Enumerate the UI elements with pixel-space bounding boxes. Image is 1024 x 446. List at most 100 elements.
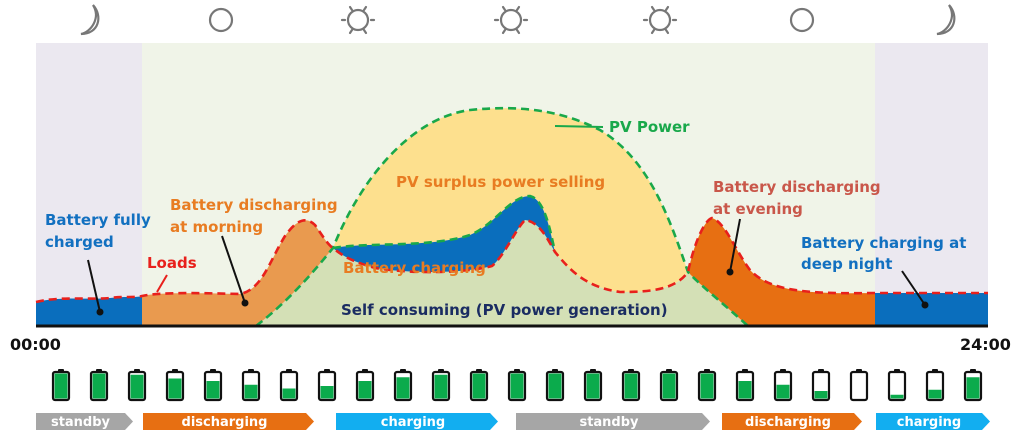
battery-icon	[697, 369, 717, 402]
label-pv-surplus: PV surplus power selling	[396, 173, 605, 191]
pointer-dot	[241, 299, 249, 307]
pointer-dot	[96, 308, 104, 316]
battery-level	[244, 384, 258, 399]
battery-icon	[925, 369, 945, 402]
battery-icon	[469, 369, 489, 402]
battery-icon	[203, 369, 223, 402]
battery-icon	[963, 369, 983, 402]
phase-label: discharging	[745, 415, 831, 430]
pv-charging-top-curve	[332, 194, 557, 253]
pointer-dot	[921, 301, 929, 309]
pointer-pv-power	[554, 125, 604, 128]
label-night-2: deep night	[801, 255, 892, 273]
battery-icon	[773, 369, 793, 402]
battery-icon	[279, 369, 299, 402]
sun-icon	[340, 5, 376, 35]
battery-level	[700, 373, 714, 399]
pointer-dot	[726, 268, 734, 276]
battery-level	[320, 386, 334, 399]
battery-full-area	[36, 296, 142, 326]
battery-level	[928, 389, 942, 399]
phase-label: standby	[51, 415, 111, 430]
battery-level	[396, 377, 410, 399]
sun-icon	[493, 5, 529, 35]
battery-level	[586, 373, 600, 399]
pointer-battery-full	[87, 259, 101, 313]
battery-icon	[545, 369, 565, 402]
battery-level	[966, 377, 980, 399]
pointer-morning	[221, 235, 246, 304]
night-band-right	[875, 43, 988, 326]
battery-level	[890, 394, 904, 399]
label-battery-charging: Battery charging	[343, 259, 486, 277]
night-band-left	[36, 43, 142, 326]
label-morning-1: Battery discharging	[170, 196, 338, 214]
battery-icon	[811, 369, 831, 402]
battery-icon	[165, 369, 185, 402]
phase-discharging: discharging	[722, 413, 862, 430]
moon-icon	[80, 4, 100, 36]
phase-label: charging	[897, 415, 961, 430]
battery-icon	[583, 369, 603, 402]
battery-level	[92, 373, 106, 399]
moon-icon	[936, 4, 956, 36]
pv-surplus-area	[333, 108, 688, 293]
battery-icon	[127, 369, 147, 402]
battery-level	[624, 373, 638, 399]
battery-level	[776, 384, 790, 399]
battery-level	[738, 381, 752, 399]
battery-icon	[355, 369, 375, 402]
phase-discharging: discharging	[143, 413, 314, 430]
phase-label: discharging	[182, 415, 268, 430]
phase-charging: charging	[876, 413, 990, 430]
battery-level	[472, 373, 486, 399]
pv-power-curve	[255, 106, 749, 328]
phase-charging: charging	[336, 413, 498, 430]
label-night-1: Battery charging at	[801, 234, 966, 252]
battery-level	[548, 373, 562, 399]
label-evening-2: at evening	[713, 200, 803, 218]
axis-end-label: 24:00	[960, 335, 1011, 354]
battery-level	[358, 381, 372, 399]
label-self-consuming: Self consuming (PV power generation)	[341, 301, 668, 319]
label-battery-full-1: Battery fully	[45, 211, 151, 229]
label-loads: Loads	[147, 254, 197, 272]
pointer-loads	[156, 274, 168, 293]
pointer-evening	[729, 218, 741, 273]
battery-level	[168, 378, 182, 399]
sun-icon	[642, 5, 678, 35]
battery-icon	[735, 369, 755, 402]
cloud-circle-icon	[789, 7, 815, 33]
battery-icon	[317, 369, 337, 402]
battery-level	[662, 373, 676, 399]
evening-discharge-area	[688, 218, 875, 326]
loads-curve	[35, 216, 988, 304]
battery-level	[434, 374, 448, 399]
battery-icon	[621, 369, 641, 402]
self-consuming-area	[256, 220, 748, 326]
label-pv-power: PV Power	[609, 118, 690, 136]
label-battery-full-2: charged	[45, 233, 114, 251]
battery-icon	[507, 369, 527, 402]
battery-level	[130, 374, 144, 399]
battery-icon	[51, 369, 71, 402]
battery-icon	[659, 369, 679, 402]
axis-start-label: 00:00	[10, 335, 61, 354]
battery-level	[206, 381, 220, 399]
pointer-night	[901, 270, 926, 306]
phase-standby: standby	[516, 413, 710, 430]
battery-icon	[887, 369, 907, 402]
label-evening-1: Battery discharging	[713, 178, 881, 196]
battery-icon	[393, 369, 413, 402]
phase-label: standby	[579, 415, 639, 430]
battery-level	[814, 391, 828, 399]
battery-icon	[431, 369, 451, 402]
battery-level	[54, 373, 68, 399]
phase-label: charging	[381, 415, 445, 430]
cloud-circle-icon	[208, 7, 234, 33]
battery-level	[282, 388, 296, 399]
battery-icon	[849, 369, 869, 402]
battery-icon	[89, 369, 109, 402]
phase-standby: standby	[36, 413, 133, 430]
